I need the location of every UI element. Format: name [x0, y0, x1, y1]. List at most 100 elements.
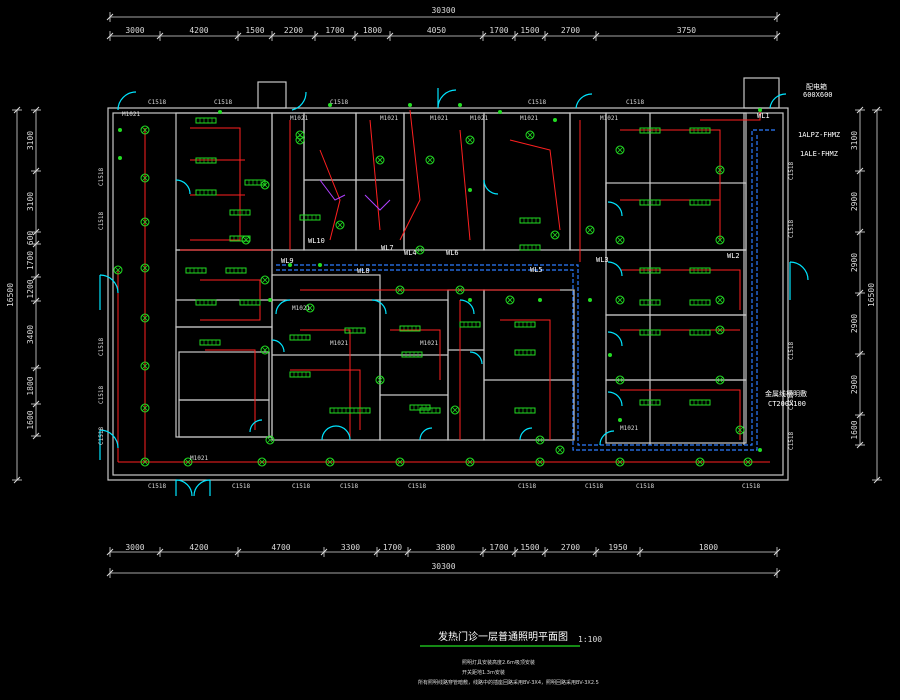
- box-label-2: 1ALE-FHMZ: [800, 150, 838, 158]
- dim-slash: [592, 548, 600, 556]
- dim-label: 1800: [26, 376, 35, 395]
- lamp-cross: [466, 458, 474, 466]
- tube-light: [185, 267, 207, 274]
- lamp-cross: [261, 276, 269, 284]
- switch: [618, 418, 622, 422]
- plan-label: M1021: [190, 455, 208, 462]
- switch: [408, 103, 412, 107]
- door-swing: [469, 351, 483, 365]
- box-size: 600X600: [803, 91, 833, 99]
- lamp-cross: [336, 221, 344, 229]
- dim-label: 4700: [271, 543, 290, 552]
- switch-leg: [319, 179, 346, 201]
- tube-light: [519, 217, 541, 224]
- tube-light: [195, 117, 217, 124]
- ceiling-lamp: [140, 403, 150, 413]
- dim-slash: [773, 13, 781, 21]
- wall: [403, 112, 485, 251]
- dim-label: 2900: [850, 314, 859, 333]
- ceiling-lamp: [615, 235, 625, 245]
- dim-label: 3800: [436, 543, 455, 552]
- plan-label: C1518: [636, 483, 654, 490]
- tube-light: [639, 127, 661, 134]
- ceiling-lamp: [295, 130, 305, 140]
- circuit-line: [190, 127, 241, 241]
- switch: [118, 156, 122, 160]
- lamp-cross: [326, 458, 334, 466]
- plan-label: WL5: [530, 266, 543, 274]
- wall: [605, 379, 747, 444]
- circuit-line: [300, 329, 351, 440]
- top-total-dimension: 30300: [106, 6, 781, 22]
- lamp-cross: [716, 376, 724, 384]
- doors: [99, 88, 809, 497]
- lamp-cross: [426, 156, 434, 164]
- lamp-cross: [184, 458, 192, 466]
- wall: [447, 289, 485, 441]
- ceiling-lamp: [615, 145, 625, 155]
- ceiling-lamp: [615, 375, 625, 385]
- tube-light: [514, 349, 536, 356]
- lamp-cross: [141, 404, 149, 412]
- plan-label: C1518: [292, 483, 310, 490]
- ceiling-lamp: [395, 285, 405, 295]
- tube-light: [225, 267, 247, 274]
- ceiling-lamp: [465, 457, 475, 467]
- lamp-cross: [261, 181, 269, 189]
- lamp-cross: [616, 376, 624, 384]
- ceiling-lamp: [535, 435, 545, 445]
- tray-run: [276, 135, 758, 451]
- circuit-line: [620, 129, 721, 240]
- plan-label: C1518: [214, 99, 232, 106]
- circuit-line: [319, 149, 341, 241]
- plan-label: C1518: [788, 432, 795, 450]
- switch: [118, 128, 122, 132]
- circuit-line: [500, 319, 551, 440]
- plan-label: WL6: [446, 249, 459, 257]
- plan-label: C1518: [232, 483, 250, 490]
- dim-slash: [32, 297, 40, 305]
- ceiling-lamp: [695, 457, 705, 467]
- dim-slash: [156, 32, 164, 40]
- plan-label: M1021: [292, 305, 310, 312]
- dim-slash: [32, 167, 40, 175]
- lamp-cross: [141, 458, 149, 466]
- tray-label: CT200X100: [768, 400, 806, 408]
- tube-light: [195, 299, 217, 306]
- lamp-cross: [616, 296, 624, 304]
- tube-light: [401, 351, 423, 358]
- plan-label: WL7: [381, 244, 394, 252]
- dim-slash: [636, 548, 644, 556]
- lamp-cross: [551, 231, 559, 239]
- lamp-cross: [736, 426, 744, 434]
- plan-label: C1518: [98, 338, 105, 356]
- tray-caption: 金属线槽明敷: [765, 389, 807, 398]
- tube-light: [195, 157, 217, 164]
- lamp-cross: [451, 406, 459, 414]
- ceiling-lamp: [140, 361, 150, 371]
- circuit-line: [509, 139, 561, 231]
- annex: [743, 77, 780, 109]
- ceiling-lamp: [140, 313, 150, 323]
- tube-light: [639, 399, 661, 406]
- circuit-line: [399, 109, 421, 241]
- lamp-cross: [456, 286, 464, 294]
- ceiling-lamp: [715, 375, 725, 385]
- door-swing: [321, 425, 351, 441]
- dim-label: 3400: [26, 325, 35, 344]
- dim-slash: [234, 32, 242, 40]
- lamp-cross: [141, 314, 149, 322]
- ceiling-lamp: [525, 130, 535, 140]
- lamp-cross: [376, 376, 384, 384]
- door-swing: [419, 427, 433, 441]
- dim-slash: [856, 106, 864, 114]
- dim-label: 3100: [26, 192, 35, 211]
- plan-label: M1021: [330, 340, 348, 347]
- circuit-line: [700, 110, 761, 121]
- ceiling-lamp: [325, 457, 335, 467]
- door-swing: [575, 93, 593, 109]
- switch: [268, 298, 272, 302]
- tube-light: [689, 329, 711, 336]
- dim-label: 4200: [189, 26, 208, 35]
